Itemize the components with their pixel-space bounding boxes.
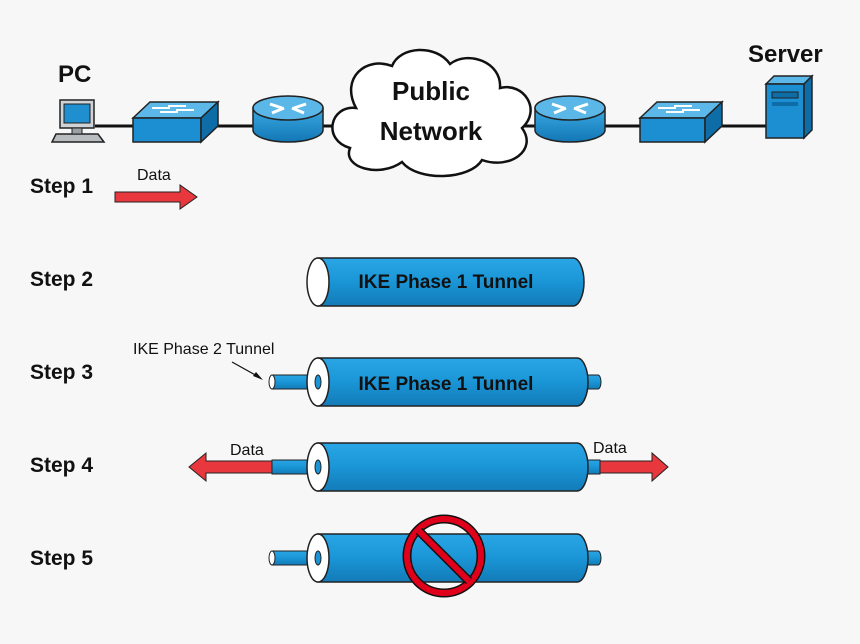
step-4-data-arrow-right	[599, 451, 669, 483]
cloud-label-line1: Public	[392, 76, 470, 106]
pc-label: PC	[58, 61, 91, 88]
step-2-phase1-tunnel: IKE Phase 1 Tunnel	[306, 257, 585, 307]
router-right-icon	[534, 95, 606, 143]
step-1-data: Data	[114, 167, 198, 210]
step-labels: Step 1 Step 2 Step 3 Step 4 Step 5	[30, 175, 93, 570]
cloud-label-line2: Network	[380, 116, 483, 146]
step-1-data-arrow	[114, 184, 198, 210]
step-4-data-right-label: Data	[593, 440, 627, 457]
server-label: Server	[748, 41, 823, 68]
public-network-cloud: Public Network	[331, 48, 532, 178]
step-3-label: Step 3	[30, 361, 93, 384]
switch-left-icon	[131, 100, 220, 144]
step-4-label: Step 4	[30, 454, 93, 477]
step-2-tunnel-label: IKE Phase 1 Tunnel	[359, 272, 534, 293]
step-3-tunnel-label: IKE Phase 1 Tunnel	[359, 374, 534, 395]
step-2-label: Step 2	[30, 268, 93, 291]
step-5-label: Step 5	[30, 547, 93, 570]
prohibited-icon	[402, 514, 486, 598]
step-4-data-left-label: Data	[230, 442, 264, 459]
step-4-data-arrow-left	[188, 451, 273, 483]
step-5-tunnels	[268, 514, 602, 598]
server-icon	[764, 74, 814, 140]
pc-icon	[50, 99, 106, 143]
switch-right-icon	[638, 100, 724, 144]
step-3-phase2-tube-right	[584, 374, 602, 390]
step-3-tunnels: IKE Phase 2 Tunnel IKE Phase 1 Tunnel	[133, 341, 602, 407]
network-topology: PC Public Network	[50, 41, 823, 178]
step-5-phase2-tube-right	[584, 550, 602, 566]
step-1-data-label: Data	[137, 167, 171, 184]
step-3-phase2-label: IKE Phase 2 Tunnel	[133, 341, 274, 358]
step-4-tunnels: Data Data	[188, 440, 669, 492]
step-1-label: Step 1	[30, 175, 93, 198]
router-left-icon	[252, 95, 324, 143]
